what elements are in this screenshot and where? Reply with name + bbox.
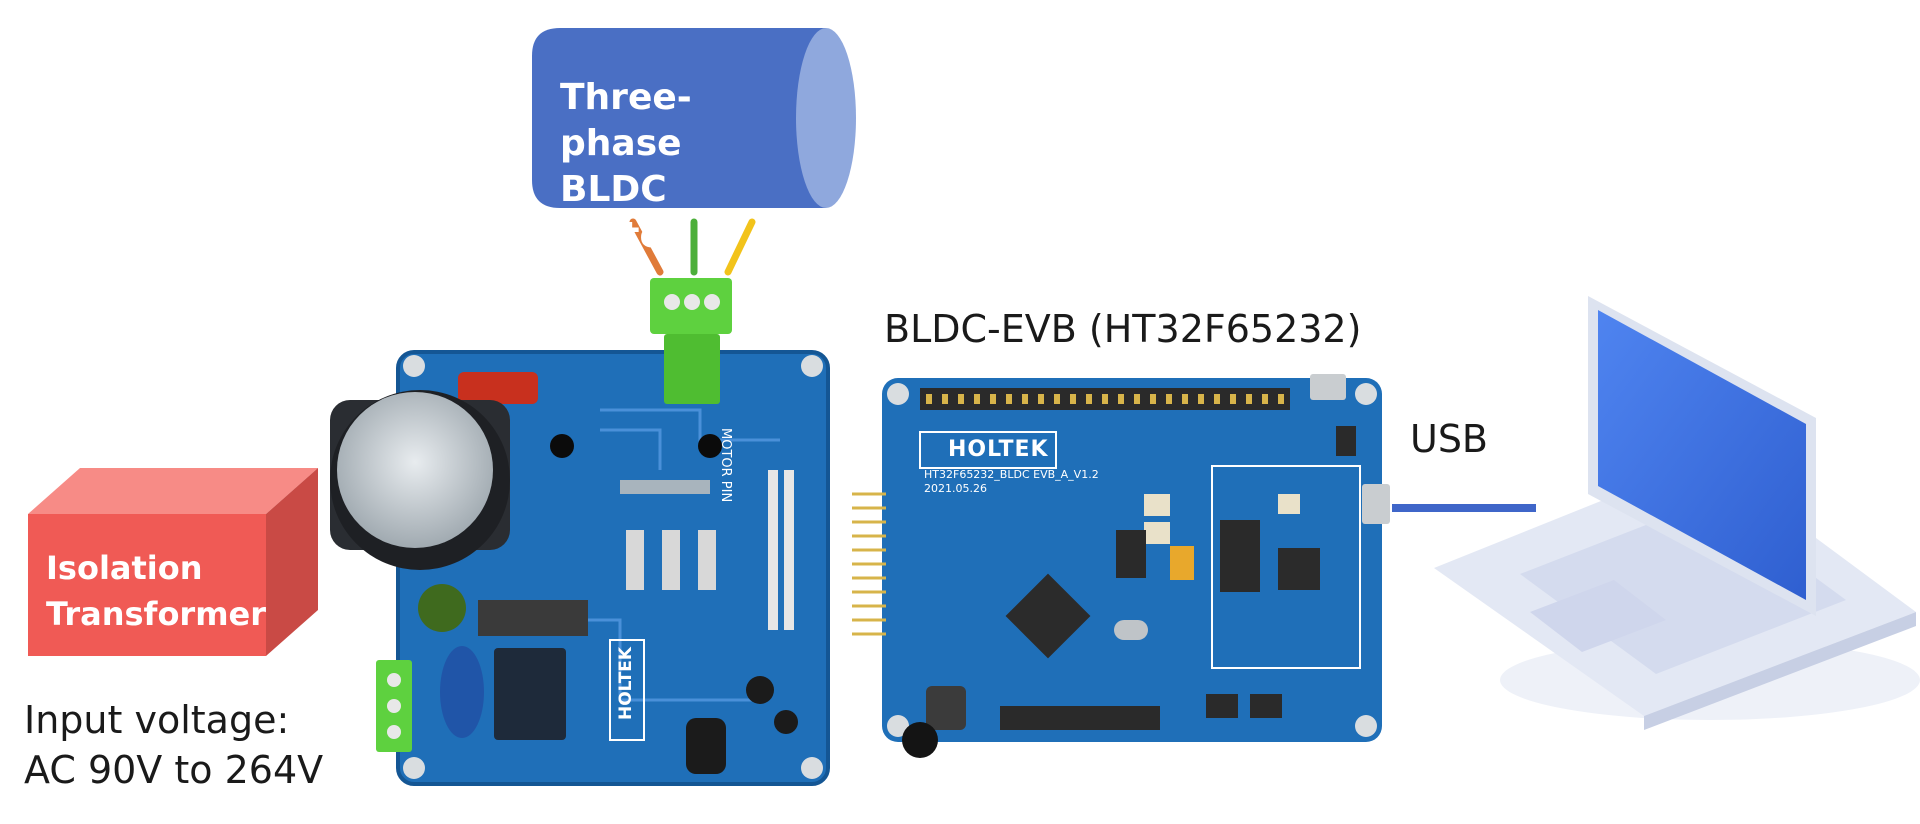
left-pin-header (852, 492, 886, 636)
evb-silk-brand: HOLTEK (948, 437, 1049, 462)
jumper-block (1250, 694, 1282, 718)
transformer-label-line2: Transformer (46, 595, 267, 633)
bridge-rectifier (478, 600, 588, 636)
motor-wires (629, 218, 756, 276)
inductor (686, 718, 726, 774)
dip-switch (1170, 546, 1194, 580)
box-top (28, 468, 318, 514)
varistor (418, 584, 466, 632)
wire-orange (629, 218, 664, 276)
mount-hole (403, 757, 425, 779)
motor-label: Three-phase BLDC motor (560, 75, 770, 259)
motor-terminal-block (650, 278, 732, 404)
ac-input-terminal (376, 660, 412, 752)
bottom-pin-header (1000, 706, 1160, 730)
box-side (266, 468, 318, 656)
bldc-evb-board (852, 374, 1390, 758)
film-capacitor (458, 372, 538, 404)
evb-silk-model: HT32F65232_BLDC EVB_A_V1.2 (924, 468, 1099, 481)
mount-hole (801, 355, 823, 377)
driver-silk-brand: HOLTEK (616, 646, 636, 720)
relay (494, 648, 566, 740)
laptop (1434, 296, 1920, 730)
pcb-hole (698, 434, 722, 458)
mosfet-row (620, 480, 716, 590)
jumper-block (1220, 520, 1260, 592)
laptop-touchpad (1530, 580, 1666, 652)
micro-usb-right (1362, 484, 1390, 524)
evb-silk-date: 2021.05.26 (924, 482, 987, 495)
motor-driver-board (330, 350, 830, 786)
crystal (1114, 620, 1148, 640)
mount-hole (403, 355, 425, 377)
evb-title: BLDC-EVB (HT32F65232) (884, 307, 1362, 351)
mount-hole (1355, 383, 1377, 405)
pcb-trace (600, 408, 780, 442)
laptop-base-edge (1644, 612, 1916, 730)
small-capacitor (746, 676, 774, 704)
transformer-label-line1: Isolation (46, 549, 203, 587)
top-pin-row (926, 394, 1284, 404)
box-front (28, 514, 266, 656)
mount-hole (1355, 715, 1377, 737)
motor-label-line1: Three-phase (560, 77, 692, 164)
potentiometer (902, 686, 966, 758)
input-voltage-label: Input voltage: AC 90V to 264V (24, 695, 323, 795)
motor-cylinder (532, 28, 856, 208)
jumper-block (1206, 694, 1238, 718)
driver-pcb-inner (396, 350, 830, 786)
electrolytic-capacitor (330, 390, 510, 570)
input-voltage-line2: AC 90V to 264V (24, 748, 324, 792)
pcb-trace (600, 428, 662, 470)
mount-hole (887, 383, 909, 405)
driver-silk-motor-pin: MOTOR PIN (718, 428, 733, 503)
motor-label-line2: BLDC motor (560, 169, 682, 256)
jumper-block (1116, 530, 1146, 578)
motor-body (532, 28, 826, 208)
transformer-label: Isolation Transformer (46, 545, 296, 637)
jumper-block (1336, 426, 1356, 456)
boot-button (1144, 522, 1170, 544)
reset-button (1144, 494, 1170, 516)
input-voltage-line1: Input voltage: (24, 698, 290, 742)
mount-hole (801, 757, 823, 779)
motor-end-cap (796, 28, 856, 208)
evb-silk-outline (1211, 465, 1361, 669)
pcb-hole (550, 434, 574, 458)
micro-usb-top (1310, 374, 1346, 400)
user-button (1278, 494, 1300, 514)
wire-yellow (724, 218, 756, 276)
mount-hole (887, 715, 909, 737)
laptop-screen (1598, 310, 1806, 600)
driver-pin-header (768, 470, 794, 630)
evb-silk-box (919, 431, 1057, 469)
silk-box (609, 639, 645, 741)
isolation-transformer-box (28, 468, 318, 656)
debugger-chip (1278, 548, 1320, 590)
usb-label: USB (1410, 417, 1489, 461)
small-capacitor (774, 710, 798, 734)
x-capacitor (440, 646, 484, 738)
